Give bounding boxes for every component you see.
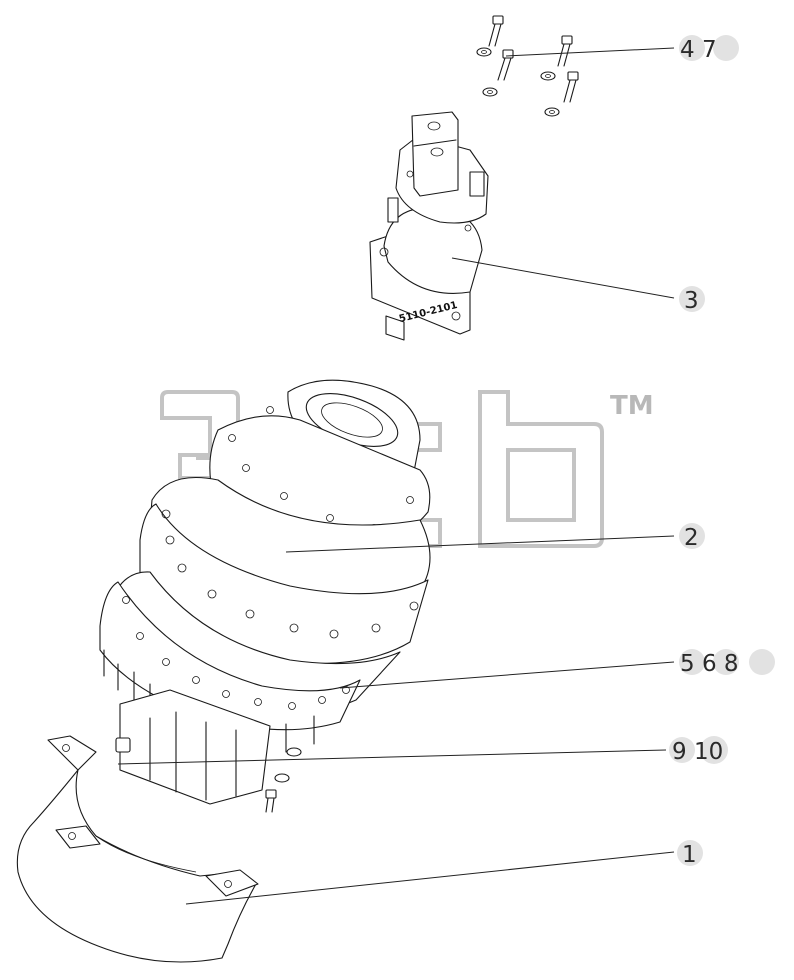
bolt	[476, 15, 504, 57]
callout-9-10: 9 10	[669, 736, 728, 765]
flange-bolts-upper	[228, 406, 414, 532]
bolt-set-top	[476, 15, 579, 117]
callout-label: 9 10	[672, 739, 723, 765]
callout-label: 2	[684, 525, 699, 551]
flange-bolts-middle	[161, 509, 419, 639]
protective-guard	[16, 735, 259, 963]
callout-label: 4 7	[680, 37, 717, 63]
hydraulic-motor: 5110-2101	[369, 111, 489, 341]
callout-label: 1	[682, 842, 697, 868]
callout-5-6-8: 5 6 8	[679, 649, 775, 677]
callout-label: 5 6 8	[680, 651, 739, 677]
callout-label: 3	[684, 288, 699, 314]
callout-4-7: 4 7	[679, 35, 739, 63]
callout-3: 3	[679, 286, 705, 314]
bolt	[544, 71, 579, 117]
callout-2: 2	[679, 523, 705, 551]
leader-lines	[117, 47, 675, 905]
bolt	[540, 35, 573, 81]
bolt	[482, 49, 514, 97]
callout-1: 1	[677, 840, 703, 868]
gearbox-housing	[99, 379, 431, 813]
trademark-mark: TM	[610, 391, 654, 421]
flange-bolts-lower	[122, 596, 350, 710]
